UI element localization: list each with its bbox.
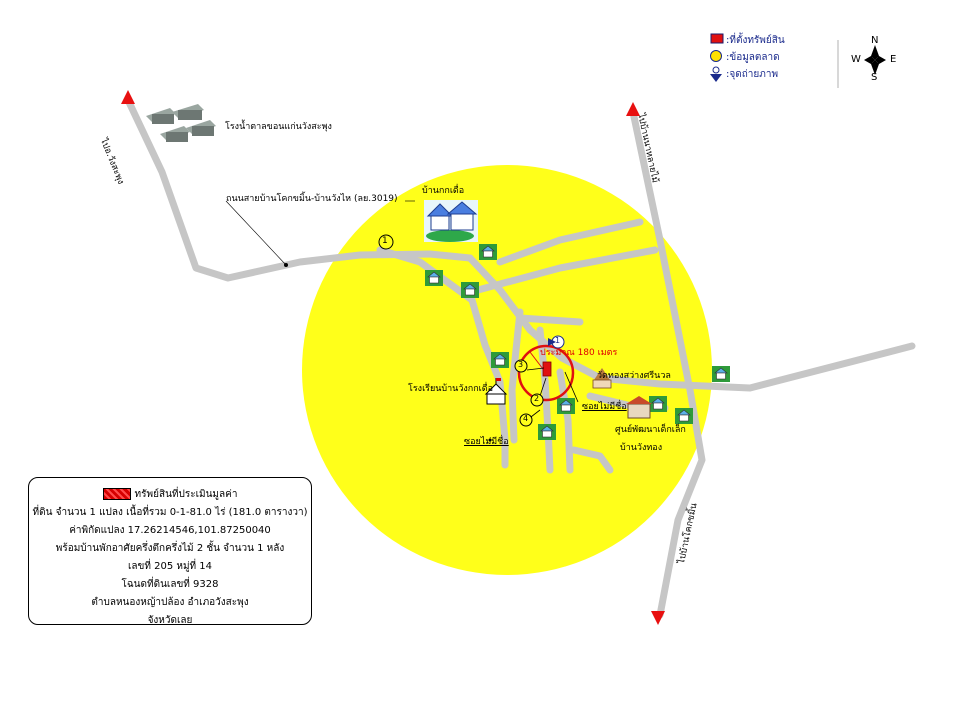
legend-market-icon <box>710 50 722 62</box>
legend-photo-label: จุดถ่ายภาพ <box>729 69 779 80</box>
info-line-6: ตำบลหนองหญ้าปล้อง อำเภอวังสะพุง <box>91 597 249 608</box>
child-center-icon <box>626 396 652 419</box>
compass-icon <box>837 40 886 88</box>
arrow-north-west <box>121 90 135 104</box>
marker-4-number: 4 <box>523 414 529 423</box>
arrow-north-east <box>626 102 640 116</box>
road-main-east <box>466 254 916 392</box>
soi-label-2: ซอยไม่มีชื่อ <box>464 437 509 447</box>
arrow-south <box>651 611 665 625</box>
market-house-icon <box>711 365 731 383</box>
info-line-3: พร้อมบ้านพักอาศัยครึ่งตึกครึ่งไม้ 2 ชั้น… <box>55 543 285 554</box>
photo-point-3-circle <box>514 359 528 373</box>
marker-3-number: 3 <box>518 360 524 369</box>
soi-label-1: ซอยไม่มีชื่อ <box>582 402 627 412</box>
market-house-icon <box>424 269 444 287</box>
road-branch-east <box>474 246 659 294</box>
info-title-row: ทรัพย์สินที่ประเมินมูลค่า <box>29 486 311 504</box>
soi-dot <box>488 438 492 442</box>
temple-label: วัดทองสว่างศรีนวล <box>597 371 671 381</box>
school-label: โรงเรียนบ้านวังกกเดื่อ <box>408 384 493 394</box>
legend-row-market: : ข้อมูลตลาด <box>726 52 780 63</box>
photo-point-2-circle <box>530 393 544 407</box>
road-main-west <box>124 96 474 282</box>
legend-photo-arrow-icon <box>710 74 722 82</box>
photo-point-markers <box>378 234 565 427</box>
road-inner-2 <box>536 326 554 474</box>
photo-point-1-circle <box>378 234 394 250</box>
hatch-swatch-icon <box>102 488 131 500</box>
property-info-box: ทรัพย์สินที่ประเมินมูลค่า ที่ดิน จำนวน 1… <box>28 477 312 626</box>
radius-label: ประมาณ 180 เมตร <box>540 348 618 358</box>
property-radius-circle <box>517 344 575 402</box>
compass-e: E <box>890 54 897 65</box>
photo-point-4-circle <box>519 413 533 427</box>
market-house-icon <box>478 243 498 261</box>
road-main-label: ถนนสายบ้านโคกขมิ้น-บ้านวังไห (ลย.3019) <box>226 194 398 204</box>
info-line-4: เลขที่ 205 หมู่ที่ 14 <box>127 561 213 572</box>
road-inner-3 <box>556 368 574 474</box>
temple-icon <box>592 368 612 389</box>
info-line-5: โฉนดที่ดินเลขที่ 9328 <box>121 579 219 590</box>
road-label-leader-2 <box>225 200 287 266</box>
legend-row-property: : ที่ตั้งทรัพย์สิน <box>726 35 785 46</box>
compass-n: N <box>871 35 879 46</box>
compass-s: S <box>871 72 878 83</box>
legend: : ที่ตั้งทรัพย์สิน : ข้อมูลตลาด : จุดถ่า… <box>708 32 785 83</box>
info-line-1: ที่ดิน จำนวน 1 แปลง เนื้อที่รวม 0-1-81.0… <box>32 507 308 518</box>
info-line-7: จังหวัดเลย <box>147 615 193 626</box>
legend-photo-icon <box>712 66 720 74</box>
property-marker <box>542 361 552 377</box>
road-inner-1 <box>508 308 524 444</box>
marker-2-number: 2 <box>534 394 540 403</box>
market-house-icon <box>556 397 576 415</box>
road-south-spur <box>570 446 614 474</box>
village-icon <box>424 200 478 242</box>
market-house-icon <box>490 351 510 369</box>
road-inner-cross <box>516 314 584 326</box>
compass-w: W <box>851 54 861 65</box>
legend-row-photo: : จุดถ่ายภาพ <box>726 69 779 80</box>
market-house-icon <box>537 423 557 441</box>
village-label: บ้านกกเดื่อ <box>422 186 465 196</box>
marker-1-number: 1 <box>382 236 388 246</box>
child-center-label-1: ศูนย์พัฒนาเด็กเล็ก <box>615 425 686 435</box>
road-branch-ne <box>496 218 644 266</box>
legend-property-label: ที่ตั้งทรัพย์สิน <box>729 35 785 46</box>
factory-label: โรงน้ำตาลขอนแก่นวังสะพุง <box>225 122 332 132</box>
marker-1b-number: 1 <box>555 336 561 345</box>
child-center-label-2: บ้านวังทอง <box>620 443 663 453</box>
school-icon <box>484 378 508 405</box>
factory-icon <box>146 104 216 142</box>
legend-symbols <box>710 33 724 82</box>
road-north-south <box>629 108 706 619</box>
legend-property-icon <box>710 33 724 44</box>
legend-market-label: ข้อมูลตลาด <box>729 52 780 63</box>
market-house-icon <box>460 281 480 299</box>
road-west-loop <box>376 246 509 469</box>
info-line-2: ค่าพิกัดแปลง 17.26214546,101.87250040 <box>69 525 271 536</box>
info-title: ทรัพย์สินที่ประเมินมูลค่า <box>134 489 238 500</box>
